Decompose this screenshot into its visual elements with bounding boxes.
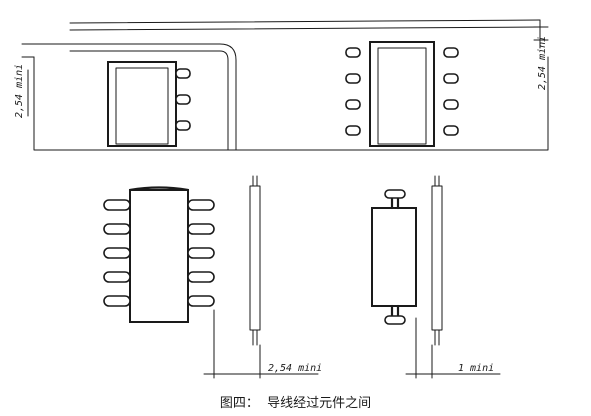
top-left-component-inner <box>115 67 169 145</box>
top-wire-lower <box>69 43 237 151</box>
dip-body-top <box>128 186 190 192</box>
top-right-component <box>369 41 435 147</box>
dip-body <box>129 189 189 323</box>
dip-pins-left <box>103 199 131 307</box>
resistor-lead-bottom <box>384 315 406 325</box>
top-right-component-inner <box>377 47 427 145</box>
top-right-dimension: 2,54 mini <box>537 36 548 90</box>
top-wire-lower-2 <box>69 50 229 151</box>
top-wire-upper-2 <box>69 26 541 31</box>
top-left-component <box>107 61 177 147</box>
bottom-right-dim-line <box>405 317 501 379</box>
resistor-lead-top <box>384 189 406 199</box>
bottom-left-wire <box>249 185 261 331</box>
top-panel: 2,54 mini 2,54 mini <box>14 19 549 151</box>
top-left-pins <box>175 68 191 131</box>
bottom-right-wire <box>431 185 443 331</box>
top-right-pins-right <box>443 47 459 136</box>
caption-label: 图四： <box>219 396 259 411</box>
bottom-left-dim-line <box>203 309 319 379</box>
top-board-outline <box>33 56 549 151</box>
caption-text: 导线经过元件之间 <box>267 396 372 411</box>
figure-caption: 图四： 导线经过元件之间 <box>0 392 591 412</box>
top-left-dimension: 2,54 mini <box>14 64 25 118</box>
top-left-dim-line <box>21 43 71 117</box>
bottom-left-panel: 2,54 mini <box>103 175 322 379</box>
bottom-right-panel: 1 mini <box>371 175 501 379</box>
top-right-pins-left <box>345 47 361 136</box>
bottom-right-dimension: 1 mini <box>458 363 494 374</box>
bottom-left-dimension: 2,54 mini <box>268 363 322 374</box>
top-wire-upper <box>69 19 541 24</box>
resistor-body <box>371 207 417 307</box>
dip-pins-right <box>187 199 215 307</box>
top-right-dim-line <box>533 19 549 49</box>
